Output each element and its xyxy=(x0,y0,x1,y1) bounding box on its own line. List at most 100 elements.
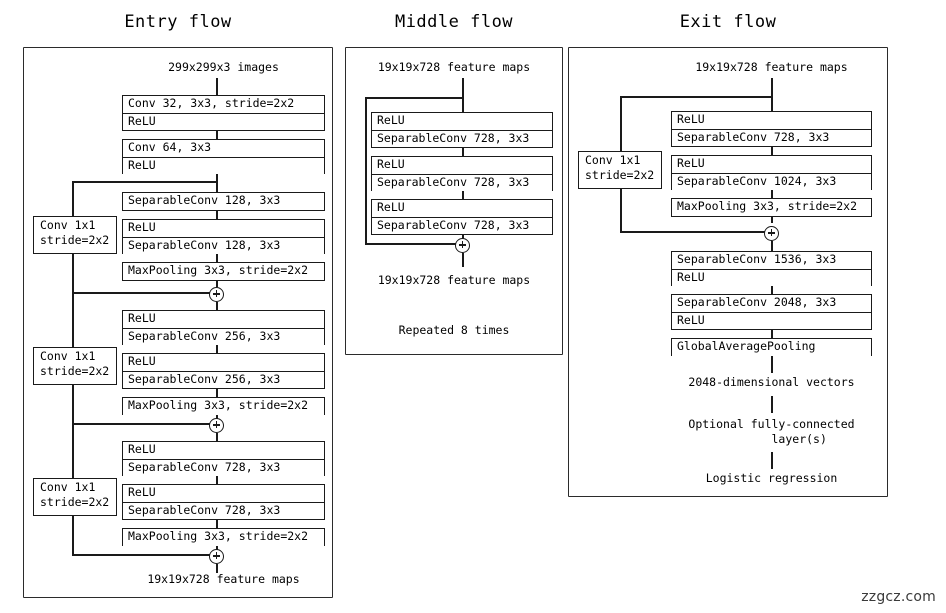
exit-flow-title: Exit flow xyxy=(679,12,777,32)
entry-conn-b3-to-b4 xyxy=(216,210,218,219)
entry-block-9-row-1: SeparableConv 728, 3x3 xyxy=(123,458,324,476)
middle-block-3: ReLU SeparableConv 728, 3x3 xyxy=(371,199,553,235)
entry-block-9-row-0: ReLU xyxy=(123,441,324,459)
middle-repeat-label: Repeated 8 times xyxy=(398,323,510,337)
exit-classifier-label: Logistic regression xyxy=(705,471,838,485)
entry-block-9: ReLU SeparableConv 728, 3x3 xyxy=(122,440,325,476)
middle-block-2-row-1: SeparableConv 728, 3x3 xyxy=(372,173,552,191)
entry-block-4: ReLU SeparableConv 128, 3x3 xyxy=(122,218,325,254)
exit-residual-conv-line2: stride=2x2 xyxy=(585,168,655,182)
entry-conn-b4-to-b5 xyxy=(216,254,218,262)
entry-conn-b10-to-b11 xyxy=(216,519,218,528)
exit-block-6-row-0: GlobalAveragePooling xyxy=(672,338,871,356)
entry-conn-add3-to-out xyxy=(216,563,218,573)
entry-output-label: 19x19x728 feature maps xyxy=(147,572,300,586)
watermark: zzgcz.com xyxy=(861,589,936,605)
middle-block-3-row-0: ReLU xyxy=(372,200,552,217)
exit-residual-conv-line1: Conv 1x1 xyxy=(585,153,641,167)
entry-residual-join-3 xyxy=(72,554,217,556)
middle-input-label: 19x19x728 feature maps xyxy=(377,60,531,74)
middle-block-1: ReLU SeparableConv 728, 3x3 xyxy=(371,112,553,148)
exit-block-1-row-0: ReLU xyxy=(672,112,871,129)
entry-flow-title: Entry flow xyxy=(124,12,232,32)
middle-residual-tap xyxy=(365,97,463,99)
entry-block-6-row-1: SeparableConv 256, 3x3 xyxy=(123,327,324,345)
exit-conn-input-to-b1 xyxy=(771,78,773,111)
entry-block-5: MaxPooling 3x3, stride=2x2 xyxy=(122,262,325,281)
entry-conn-b2-to-b3 xyxy=(216,174,218,192)
entry-block-11: MaxPooling 3x3, stride=2x2 xyxy=(122,527,325,546)
entry-block-3-row-0: SeparableConv 128, 3x3 xyxy=(123,193,324,210)
exit-block-4-row-1: ReLU xyxy=(672,268,871,286)
entry-block-4-row-0: ReLU xyxy=(123,219,324,237)
exit-conn-fc-to-classifier xyxy=(771,452,773,469)
exit-block-4: SeparableConv 1536, 3x3 ReLU xyxy=(671,250,872,286)
exit-block-3-row-0: MaxPooling 3x3, stride=2x2 xyxy=(672,199,871,216)
entry-block-7-row-1: SeparableConv 256, 3x3 xyxy=(123,371,324,388)
entry-block-10-row-0: ReLU xyxy=(123,485,324,502)
entry-residual-conv-1-line2: stride=2x2 xyxy=(40,233,110,247)
exit-conn-b4-to-b5 xyxy=(771,286,773,294)
exit-conn-b3-to-add xyxy=(771,216,773,223)
exit-block-2: ReLU SeparableConv 1024, 3x3 xyxy=(671,154,872,190)
middle-conn-b1-to-b2 xyxy=(462,147,464,156)
middle-add-node xyxy=(455,237,470,253)
entry-block-8-row-0: MaxPooling 3x3, stride=2x2 xyxy=(123,397,324,415)
exit-block-5-row-1: ReLU xyxy=(672,312,871,329)
entry-block-10-row-1: SeparableConv 728, 3x3 xyxy=(123,502,324,519)
middle-block-2: ReLU SeparableConv 728, 3x3 xyxy=(371,155,553,191)
exit-block-1-row-1: SeparableConv 728, 3x3 xyxy=(672,129,871,146)
entry-block-2-row-1: ReLU xyxy=(123,156,324,174)
entry-residual-join-1 xyxy=(72,292,217,294)
middle-flow-title: Middle flow xyxy=(394,12,514,32)
exit-vector-label: 2048-dimensional vectors xyxy=(688,375,855,389)
exit-residual-join xyxy=(620,231,772,233)
entry-conn-b5-to-add1 xyxy=(216,280,218,287)
entry-block-3: SeparableConv 128, 3x3 xyxy=(122,192,325,211)
entry-residual-join-2 xyxy=(72,423,217,425)
entry-conn-add2-to-b9 xyxy=(216,432,218,441)
exit-input-label: 19x19x728 feature maps xyxy=(695,60,848,74)
entry-block-2: Conv 64, 3x3 ReLU xyxy=(122,138,325,174)
entry-residual-conv-2-line2: stride=2x2 xyxy=(40,364,110,378)
entry-block-5-row-0: MaxPooling 3x3, stride=2x2 xyxy=(123,263,324,280)
exit-block-1: ReLU SeparableConv 728, 3x3 xyxy=(671,111,872,147)
middle-conn-b2-to-b3 xyxy=(462,191,464,199)
entry-block-2-row-0: Conv 64, 3x3 xyxy=(123,139,324,157)
entry-residual-conv-2-line1: Conv 1x1 xyxy=(40,349,96,363)
exit-conn-b5-to-b6 xyxy=(771,329,773,338)
entry-input-label: 299x299x3 images xyxy=(168,60,279,74)
exit-block-6: GlobalAveragePooling xyxy=(671,337,872,356)
entry-conn-input-to-b1 xyxy=(216,78,218,95)
exit-block-2-row-1: SeparableConv 1024, 3x3 xyxy=(672,172,871,190)
exit-block-2-row-0: ReLU xyxy=(672,155,871,173)
middle-residual-down xyxy=(365,97,367,243)
entry-conn-b7-to-b8 xyxy=(216,388,218,397)
entry-block-6-row-0: ReLU xyxy=(123,310,324,328)
exit-conn-add-to-b4 xyxy=(771,240,773,251)
middle-conn-add-to-out xyxy=(462,252,464,267)
middle-conn-input-to-b1 xyxy=(462,78,464,112)
middle-block-2-row-0: ReLU xyxy=(372,156,552,174)
entry-block-7: ReLU SeparableConv 256, 3x3 xyxy=(122,353,325,389)
entry-conn-add1-to-b6 xyxy=(216,301,218,310)
entry-block-6: ReLU SeparableConv 256, 3x3 xyxy=(122,309,325,345)
exit-conn-b1-to-b2 xyxy=(771,146,773,155)
exit-residual-tap xyxy=(620,96,772,98)
exit-block-3: MaxPooling 3x3, stride=2x2 xyxy=(671,198,872,217)
entry-block-4-row-1: SeparableConv 128, 3x3 xyxy=(123,236,324,254)
exit-fc-label: Optional fully-connected layer(s) xyxy=(688,417,855,446)
entry-block-8: MaxPooling 3x3, stride=2x2 xyxy=(122,396,325,415)
exit-conn-vector-to-fc xyxy=(771,396,773,413)
entry-residual-conv-3-line1: Conv 1x1 xyxy=(40,480,96,494)
exit-block-5-row-0: SeparableConv 2048, 3x3 xyxy=(672,295,871,312)
entry-block-11-row-0: MaxPooling 3x3, stride=2x2 xyxy=(123,528,324,546)
exit-conn-b2-to-b3 xyxy=(771,190,773,198)
middle-block-1-row-1: SeparableConv 728, 3x3 xyxy=(372,130,552,147)
middle-output-label: 19x19x728 feature maps xyxy=(377,273,531,287)
middle-block-3-row-1: SeparableConv 728, 3x3 xyxy=(372,217,552,234)
